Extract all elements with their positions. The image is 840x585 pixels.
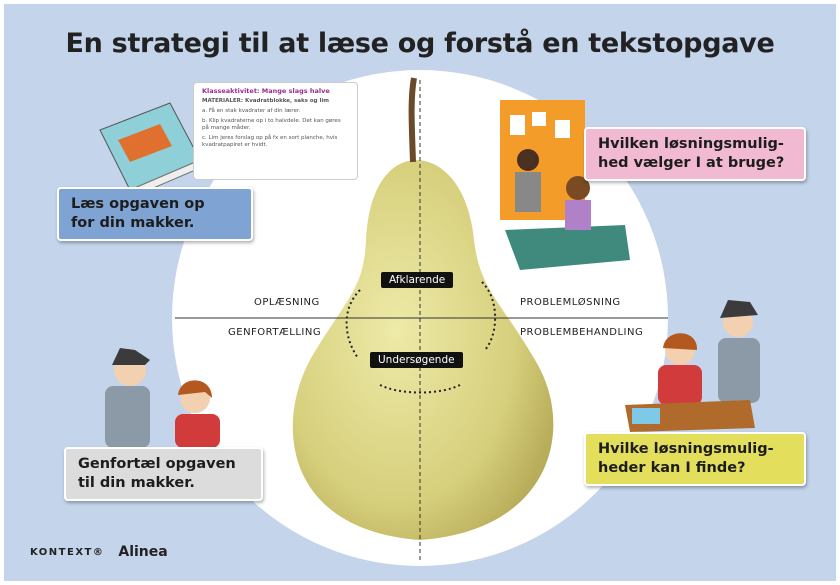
- kids-talking-left-illustration: [105, 348, 220, 448]
- tag-afklarende: Afklarende: [381, 272, 454, 288]
- label-problemloesning: PROBLEMLØSNING: [520, 297, 621, 308]
- label-genfortaelling: GENFORTÆLLING: [228, 327, 322, 338]
- kids-table-illustration: [625, 300, 760, 432]
- box-retell-line2: til din makker.: [78, 475, 195, 491]
- tag-undersoegende: Undersøgende: [370, 352, 463, 368]
- box-read-line1: Læs opgaven op: [71, 196, 205, 212]
- box-choose-line1: Hvilken løsningsmulig-: [598, 136, 784, 152]
- box-find-line1: Hvilke løsningsmulig-: [598, 441, 774, 457]
- kids-board-illustration: [500, 100, 630, 270]
- box-read-aloud: Læs opgaven op for din makker.: [57, 187, 253, 241]
- pear-stem: [408, 77, 417, 163]
- box-find-line2: heder kan I finde?: [598, 460, 746, 476]
- page-title: En strategi til at læse og forstå en tek…: [65, 28, 775, 59]
- book-illustration: [99, 102, 201, 199]
- label-problembehandling: PROBLEMBEHANDLING: [520, 327, 644, 338]
- kontext-logo: KONTEXT®: [30, 546, 105, 558]
- card-materials: MATERIALER: Kvadratblokke, saks og lim: [202, 98, 329, 104]
- card-step: c. Lim jeres forslag op på fx en sort pl…: [202, 135, 338, 148]
- card-step: b. Klip kvadraterne op i to halvdele. De…: [202, 118, 341, 131]
- card-title: Klasseaktivitet: Mange slags halve: [202, 87, 330, 95]
- publisher-logos: KONTEXT® Alinea: [30, 544, 168, 560]
- label-oplaesning: OPLÆSNING: [254, 297, 320, 308]
- box-choose-solution: Hvilken løsningsmulig- hed vælger I at b…: [584, 127, 806, 181]
- box-retell-line1: Genfortæl opgaven: [78, 456, 236, 472]
- box-find-solutions: Hvilke løsningsmulig- heder kan I finde?: [584, 432, 806, 486]
- pear-illustration: [292, 160, 554, 540]
- activity-card: Klasseaktivitet: Mange slags halve MATER…: [193, 82, 358, 180]
- box-choose-line2: hed vælger I at bruge?: [598, 155, 785, 171]
- box-read-line2: for din makker.: [71, 215, 195, 231]
- cycle-arrow-bottom: [379, 384, 461, 394]
- alinea-logo: Alinea: [118, 544, 168, 560]
- card-step: a. Få en stak kvadrater af din lærer.: [202, 108, 301, 114]
- box-retell: Genfortæl opgaven til din makker.: [64, 447, 263, 501]
